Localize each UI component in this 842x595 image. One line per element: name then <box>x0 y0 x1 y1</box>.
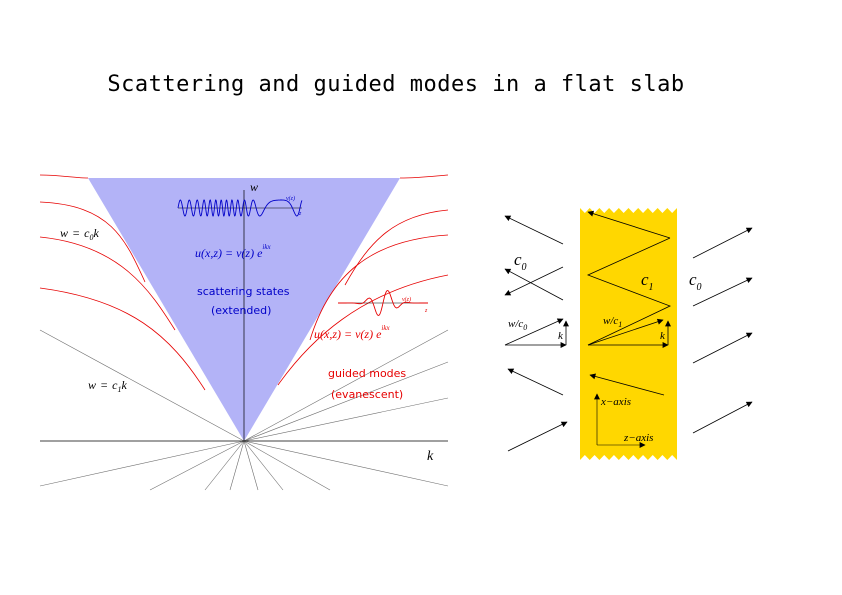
slab-vectors <box>587 318 671 396</box>
w-axis-label: w <box>250 180 258 194</box>
k-left-label: k <box>558 330 564 342</box>
guided-inset: v(z) z <box>338 290 428 316</box>
scattering-label-1: scattering states <box>197 285 290 298</box>
guided-mode-curves <box>39 174 449 391</box>
line-c1-label: w=c1k <box>88 378 127 394</box>
slab <box>580 208 677 460</box>
line-c0-label: w=c0k <box>60 226 99 242</box>
k-axis-label: k <box>427 449 434 464</box>
slab-diagram: c0 c1 c0 w/c0 w/c1 k k x−axis z−axis <box>504 208 753 460</box>
scattering-inset-vz: v(z) <box>286 195 295 202</box>
scattering-inset: v(z) z <box>177 195 303 217</box>
guided-label-2: (evanescent) <box>331 388 403 401</box>
k-right-label: k <box>660 330 666 342</box>
scattering-inset-z: z <box>298 211 302 217</box>
slide-title: Scattering and guided modes in a flat sl… <box>107 72 685 97</box>
fan-lines <box>39 329 449 491</box>
x-axis-label: x−axis <box>600 396 631 408</box>
rays-left <box>504 215 569 452</box>
c0-left-label: c0 <box>514 250 527 273</box>
guided-ray-end <box>587 210 671 239</box>
guided-inset-vz: v(z) <box>402 296 411 303</box>
slab-axes <box>594 393 646 448</box>
rays-right <box>692 227 753 434</box>
c0-right-label: c0 <box>689 270 702 293</box>
guided-ray-zigzag <box>586 237 672 346</box>
scattering-mode-formula: u(x,z) = v(z) eikx <box>195 243 271 260</box>
z-axis-label: z−axis <box>623 432 653 444</box>
c1-label: c1 <box>641 270 654 293</box>
guided-label-1: guided modes <box>328 367 406 380</box>
guided-inset-z: z <box>424 308 428 314</box>
dispersion-diagram: w k w=c0k w=c1k v(z) z u(x,z) = v(z) eik… <box>39 174 449 491</box>
guided-mode-formula: u(x,z) = v(z) eikx <box>314 324 390 341</box>
wc1-label: w/c1 <box>603 315 622 329</box>
wc0-label: w/c0 <box>508 318 527 332</box>
scattering-label-2: (extended) <box>211 304 271 317</box>
